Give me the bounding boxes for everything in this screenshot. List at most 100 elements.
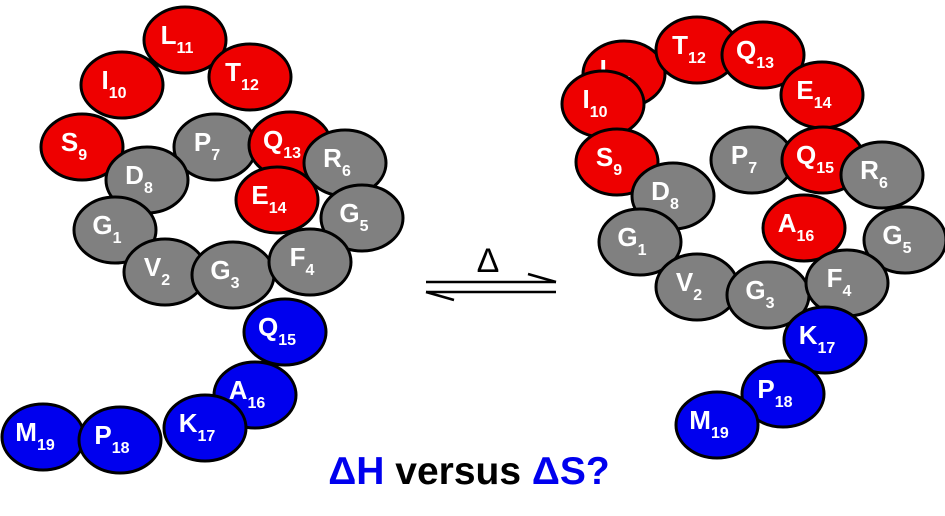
residue-label: G1 — [92, 210, 121, 247]
residue-label: Q13 — [263, 125, 301, 162]
residue-label: P7 — [731, 140, 757, 177]
residue-g1: G1 — [72, 195, 158, 265]
residue-r6: R6 — [839, 140, 925, 210]
residue-letter: P — [757, 374, 774, 404]
residue-label: Q15 — [796, 140, 834, 177]
residue-label: G3 — [210, 255, 239, 292]
residue-number: 11 — [176, 40, 193, 57]
residue-number: 13 — [756, 55, 774, 72]
residue-number: 1 — [113, 230, 122, 247]
residue-number: 8 — [670, 196, 679, 213]
residue-number: 2 — [161, 272, 170, 289]
residue-letter: I — [582, 84, 589, 114]
residue-label: K17 — [179, 408, 216, 445]
residue-letter: R — [860, 155, 879, 185]
residue-label: S9 — [61, 127, 87, 164]
residue-bead — [77, 405, 163, 475]
residue-g3: G3 — [725, 260, 811, 330]
residue-i10: I10 — [560, 69, 646, 139]
residue-letter: E — [251, 180, 268, 210]
residue-label: M19 — [15, 417, 55, 454]
residue-letter: P — [194, 127, 211, 157]
residue-label: A16 — [778, 208, 815, 245]
residue-q13: Q13 — [720, 20, 806, 90]
residue-letter: V — [676, 267, 694, 297]
residue-letter: I — [101, 65, 108, 95]
residue-bead — [242, 297, 328, 367]
residue-bead — [782, 305, 868, 375]
residue-p18: P18 — [77, 405, 163, 475]
residue-number: 17 — [817, 340, 835, 357]
residue-number: 14 — [814, 95, 832, 112]
residue-m19: M19 — [0, 402, 86, 472]
residue-bead — [839, 140, 925, 210]
residue-label: P7 — [194, 127, 220, 164]
residue-letter: R — [323, 143, 342, 173]
residue-number: 12 — [241, 77, 259, 94]
residue-letter: G — [210, 255, 230, 285]
residue-number: 18 — [775, 394, 793, 411]
residue-label: R6 — [860, 155, 888, 192]
residue-bead — [72, 195, 158, 265]
residue-bead — [720, 20, 806, 90]
residue-e14: E14 — [779, 60, 865, 130]
residue-letter: G — [745, 275, 765, 305]
enthalpy-term: ΔH — [328, 450, 384, 493]
residue-bead — [761, 193, 847, 263]
residue-letter: Q — [796, 140, 816, 170]
residue-a16: A16 — [761, 193, 847, 263]
residue-number: 19 — [37, 437, 55, 454]
residue-number: 10 — [590, 104, 608, 121]
residue-letter: G — [882, 220, 902, 250]
entropy-term: ΔS? — [532, 450, 610, 493]
residue-number: 3 — [766, 295, 775, 312]
residue-number: 12 — [688, 50, 706, 67]
residue-bead — [862, 205, 945, 275]
residue-letter: G — [92, 210, 112, 240]
residue-f4: F4 — [267, 227, 353, 297]
residue-letter: A — [229, 375, 248, 405]
reverse-arrow-head — [425, 290, 455, 302]
residue-t12: T12 — [207, 42, 293, 112]
residue-number: 4 — [842, 283, 851, 300]
residue-g1: G1 — [597, 207, 683, 277]
residue-letter: M — [15, 417, 37, 447]
heat-delta-symbol: Δ — [477, 242, 500, 280]
residue-d8: D8 — [104, 145, 190, 215]
residue-label: T12 — [672, 30, 706, 67]
residue-m19: M19 — [674, 390, 760, 460]
residue-letter: G — [339, 198, 359, 228]
residue-bead — [162, 393, 248, 463]
residue-letter: F — [290, 242, 306, 272]
residue-label: S9 — [596, 142, 622, 179]
residue-letter: P — [731, 140, 748, 170]
residue-letter: T — [672, 30, 688, 60]
residue-label: P18 — [757, 374, 792, 411]
residue-label: P18 — [94, 420, 129, 457]
residue-label: D8 — [125, 160, 153, 197]
residue-g3: G3 — [190, 240, 276, 310]
residue-bead — [674, 390, 760, 460]
residue-letter: D — [125, 160, 144, 190]
residue-e14: E14 — [234, 165, 320, 235]
residue-letter: D — [651, 176, 670, 206]
residue-v2: V2 — [122, 237, 208, 307]
residue-number: 15 — [816, 160, 834, 177]
residue-label: D8 — [651, 176, 679, 213]
residue-bead — [319, 183, 405, 253]
residue-number: 19 — [711, 425, 729, 442]
residue-label: R6 — [323, 143, 351, 180]
enthalpy-entropy-question: ΔH versus ΔS? — [328, 450, 610, 493]
residue-q15: Q15 — [242, 297, 328, 367]
residue-label: E14 — [796, 75, 831, 112]
residue-number: 8 — [144, 180, 153, 197]
residue-label: F4 — [290, 242, 315, 279]
residue-bead — [207, 42, 293, 112]
residue-number: 6 — [342, 163, 351, 180]
residue-bead — [142, 5, 228, 75]
residue-letter: M — [689, 405, 711, 435]
residue-label: Q13 — [736, 35, 774, 72]
